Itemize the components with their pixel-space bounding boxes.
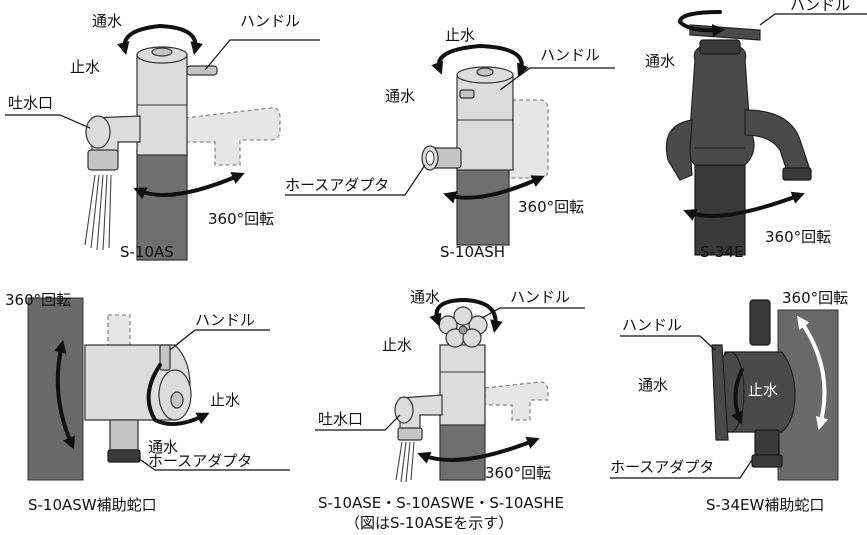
- s10as-label-handle: ハンドル: [240, 12, 300, 30]
- s10ase-label-water-on: 通水: [410, 288, 440, 306]
- s10as-water-stream: [84, 174, 112, 251]
- panel-s10ash: 止水 通水 ハンドル ホースアダプタ 360°回転 S-10ASH: [285, 26, 615, 261]
- s10ash-label-hose-adapter: ホースアダプタ: [285, 176, 389, 194]
- panel-s10asw: 360°回転 ハンドル 止水 通水 ホースアダプタ S-10ASW補助蛇口: [5, 291, 290, 514]
- s34ew-caption: S-34EW補助蛇口: [706, 496, 824, 514]
- s34ew-label-water-on: 通水: [638, 376, 668, 394]
- s10ase-handle-leader: [481, 307, 585, 319]
- s10as-label-water-on: 通水: [92, 12, 122, 30]
- s10ase-body-rotation-arrow: [417, 436, 540, 464]
- s34ew-hose-leader: [610, 459, 753, 479]
- s34e-body-rotation-arrow: [683, 191, 805, 221]
- s34e-handle-rotation-arrow: [677, 10, 726, 37]
- s34e-label-rotate: 360°回転: [765, 228, 831, 246]
- s10ash-label-water-off: 止水: [445, 26, 475, 44]
- s10ash-handle-rotation-arrow: [431, 43, 529, 77]
- s34e-caption: S-34E: [700, 243, 744, 261]
- s10asw-label-handle: ハンドル: [195, 311, 255, 329]
- panel-s34e: ハンドル 通水 360°回転 S-34E: [645, 0, 867, 261]
- panel-s34ew: 360°回転 ハンドル 通水 止水 ホースアダプタ S-34EW補助蛇口: [610, 289, 848, 514]
- s34e-label-water-on: 通水: [645, 52, 675, 70]
- s10asw-handle-rotation-arrow: [146, 363, 210, 426]
- s10ase-caption: S-10ASE・S-10ASWE・S-10ASHE: [318, 494, 564, 512]
- s34e-faucet-illustration: [665, 24, 812, 256]
- s10ash-caption: S-10ASH: [440, 243, 505, 261]
- s10ash-body-rotation-arrow: [443, 175, 545, 204]
- s10as-caption: S-10AS: [120, 243, 174, 261]
- s10ase-handle-wheel: [438, 306, 488, 348]
- s34ew-handle-rotation-arrow: [731, 368, 744, 425]
- s10ase-label-handle: ハンドル: [510, 288, 570, 306]
- s10asw-hose-leader: [137, 457, 290, 471]
- s10asw-label-rotate: 360°回転: [5, 291, 71, 309]
- s10ase-subcaption: （図はS-10ASEを示す）: [345, 514, 513, 532]
- s10as-label-spout: 吐水口: [8, 94, 53, 112]
- s10as-spout-rotation-arrow: [133, 172, 245, 200]
- s34ew-handle-leader: [620, 335, 716, 351]
- s34ew-label-water-off: 止水: [748, 381, 778, 399]
- s10ase-water-stream: [395, 441, 415, 483]
- s10ase-handle-rotation-arrow: [429, 297, 503, 334]
- s10ase-spout-leader: [315, 414, 401, 431]
- s10asw-handle-leader: [169, 329, 270, 351]
- s10asw-label-water-off: 止水: [210, 391, 240, 409]
- s10ash-faucet-illustration: [421, 66, 549, 246]
- panel-s10ase: 通水 ハンドル 止水 吐水口 360°回転 S-10ASE・S-10ASWE・S…: [315, 288, 585, 532]
- s10as-handle-leader: [204, 39, 320, 71]
- s34ew-label-hose-adapter: ホースアダプタ: [610, 458, 714, 476]
- s10ase-label-spout: 吐水口: [318, 410, 363, 428]
- s34ew-body-rotation-arrow: [797, 315, 829, 430]
- s10as-handle-rotation-arrow: [116, 23, 203, 55]
- s10as-faucet-illustration: [85, 46, 281, 261]
- s34ew-label-rotate: 360°回転: [782, 289, 848, 307]
- panel-s10as: 通水 止水 ハンドル 吐水口 360°回転 S-10AS: [5, 12, 320, 261]
- s10ase-label-water-off: 止水: [382, 336, 412, 354]
- s34e-label-handle: ハンドル: [790, 0, 850, 14]
- s10as-label-water-off: 止水: [70, 58, 100, 76]
- s10ash-label-water-on: 通水: [385, 87, 415, 105]
- s10ase-label-rotate: 360°回転: [485, 464, 551, 482]
- s10as-label-rotate: 360°回転: [208, 210, 274, 228]
- s10asw-body-rotation-arrow: [53, 340, 75, 450]
- s10asw-caption: S-10ASW補助蛇口: [28, 496, 157, 514]
- s34ew-label-handle: ハンドル: [622, 316, 682, 334]
- s34e-handle-leader: [759, 13, 867, 26]
- s10ash-label-rotate: 360°回転: [518, 198, 584, 216]
- s10as-spout-leader: [5, 114, 91, 129]
- s10ash-label-handle: ハンドル: [540, 46, 600, 64]
- s10ash-hose-leader: [285, 164, 426, 196]
- s10ash-handle-leader: [499, 67, 615, 91]
- s10asw-label-water-on: 通水: [148, 438, 178, 456]
- s10asw-label-hose-adapter: ホースアダプタ: [148, 452, 252, 470]
